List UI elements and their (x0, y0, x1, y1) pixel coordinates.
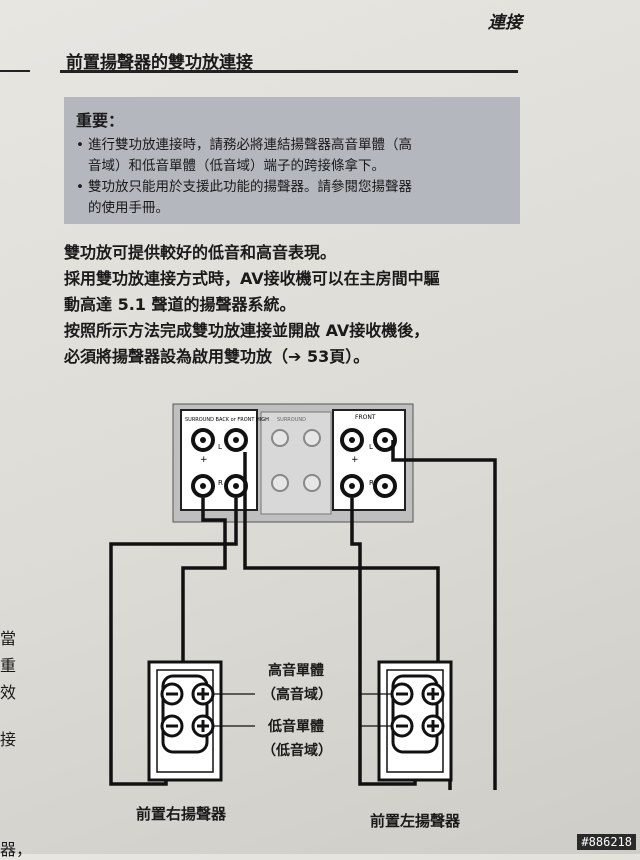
note-line: 雙功放只能用於支援此功能的揚聲器。請參閱您揚聲器 (88, 179, 412, 195)
right-channel-label: R (218, 479, 223, 487)
left-channel-label: L (369, 443, 373, 451)
bullet: • (76, 137, 84, 153)
bullet: • (76, 179, 84, 195)
note-line: 的使用手冊。 (88, 200, 169, 216)
side-text-fragment: 器， (0, 840, 33, 859)
terminal-knob (303, 429, 321, 447)
surround-label: SURROUND (277, 417, 306, 423)
side-text-fragment: 效 (0, 683, 17, 702)
title-rule (60, 70, 518, 73)
front-left-speaker-label: 前置左揚聲器 (370, 812, 461, 830)
tweeter-label: 高音單體 (268, 663, 324, 679)
terminal-knob (271, 474, 289, 492)
body-line: 必須將揚聲器設為啟用雙功放（➔ 53頁）。 (64, 347, 370, 366)
woofer-label: 低音單體 (268, 719, 324, 735)
cable (243, 452, 440, 662)
body-line: 按照所示方法完成雙功放連接並開啟 AV接收機後， (64, 321, 430, 340)
note-line: 進行雙功放連接時，請務必將連結揚聲器高音單體（高 (88, 137, 412, 153)
bi-amp-wiring-diagram: SURROUND BACK or FRONT HIGH SURROUND FRO… (109, 403, 497, 790)
note-item: • 進行雙功放連接時，請務必將連結揚聲器高音單體（高 音域）和低音單體（低音域）… (76, 135, 508, 177)
surround-terminal-block (260, 411, 332, 515)
callout-lines (213, 693, 392, 727)
note-item: • 雙功放只能用於支援此功能的揚聲器。請參閱您揚聲器 的使用手冊。 (76, 177, 508, 219)
body-line: 採用雙功放連接方式時，AV接收機可以在主房間中驅 (64, 269, 440, 288)
plus-sign: + (351, 455, 359, 465)
surround-back-label: SURROUND BACK or FRONT HIGH (185, 417, 269, 423)
body-line: 雙功放可提供較好的低音和高音表現。 (64, 243, 337, 262)
side-text-fragment: 重 (0, 656, 17, 675)
note-title: 重要： (76, 111, 125, 130)
side-text-fragment: 接 (0, 730, 17, 749)
body-line: 動高達 5.1 聲道的揚聲器系統。 (64, 295, 296, 314)
cable (181, 498, 227, 662)
left-channel-label: L (218, 443, 222, 451)
terminal-knob (303, 474, 321, 492)
terminal-knob (271, 429, 289, 447)
front-right-speaker-label: 前置右揚聲器 (136, 805, 227, 823)
right-channel-label: R (369, 479, 374, 487)
note-line: 音域）和低音單體（低音域）端子的跨接條拿下。 (88, 158, 385, 174)
left-margin-rule (0, 70, 30, 72)
side-text-fragment: 當 (0, 629, 17, 648)
body-paragraph: 雙功放可提供較好的低音和高音表現。 採用雙功放連接方式時，AV接收機可以在主房間… (64, 240, 534, 370)
front-label: FRONT (355, 414, 376, 421)
watermark: #886218 (577, 834, 636, 850)
section-title: 前置揚聲器的雙功放連接 (66, 53, 253, 73)
important-note-box: 重要： • 進行雙功放連接時，請務必將連結揚聲器高音單體（高 音域）和低音單體（… (64, 97, 520, 224)
tweeter-label-sub: （高音域） (262, 687, 332, 703)
woofer-label-sub: （低音域） (262, 743, 332, 759)
cable (391, 440, 497, 790)
chapter-tag: 連接 (488, 13, 522, 33)
plus-sign: + (200, 455, 208, 465)
